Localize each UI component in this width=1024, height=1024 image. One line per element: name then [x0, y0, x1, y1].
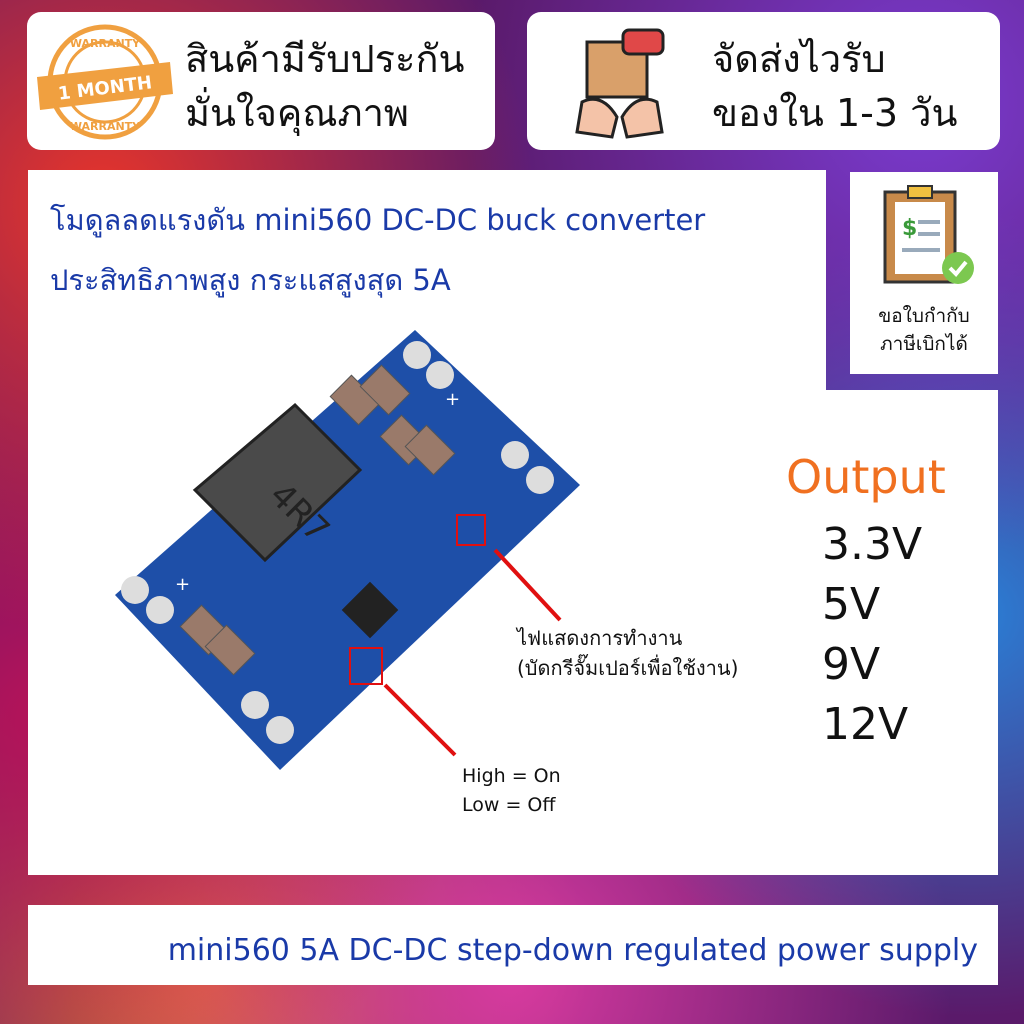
main-panel-right — [826, 390, 998, 875]
svg-text:+: + — [175, 574, 190, 595]
warranty-badge-icon: WARRANTY 1 MONTH WARRANTY — [37, 24, 173, 140]
product-title: โมดูลลดแรงดัน mini560 DC-DC buck convert… — [50, 203, 706, 297]
inductor — [192, 402, 363, 563]
led-highlight-box — [456, 514, 486, 546]
shipping-card: จัดส่งไวรับของใน 1-3 วัน — [527, 12, 1000, 150]
output-heading: Output — [786, 450, 946, 504]
en-pointer-line — [383, 683, 457, 757]
led-pointer-line — [493, 548, 562, 622]
warranty-card: WARRANTY 1 MONTH WARRANTY สินค้ามีรับประ… — [27, 12, 495, 150]
tax-card: $ ขอใบกำกับภาษีเบิกได้ — [850, 172, 998, 374]
footer-text: mini560 5A DC-DC step-down regulated pow… — [167, 933, 978, 968]
en-pin-highlight-box — [349, 647, 383, 685]
shipping-text: จัดส่งไวรับของใน 1-3 วัน — [712, 37, 958, 135]
tax-text: ขอใบกำกับภาษีเบิกได้ — [878, 305, 970, 355]
footer-bar: mini560 5A DC-DC step-down regulated pow… — [28, 905, 998, 985]
pcb-image: 4R7 + + — [115, 330, 580, 770]
svg-text:WARRANTY: WARRANTY — [70, 37, 141, 50]
led-annotation: ไฟแสดงการทำงาน(บัดกรีจั๊มเปอร์เพื่อใช้งา… — [517, 626, 739, 680]
warranty-text: สินค้ามีรับประกันมั่นใจคุณภาพ — [185, 37, 465, 135]
terminal-pad — [403, 341, 431, 369]
delivery-box-hands-icon — [575, 28, 665, 139]
svg-text:WARRANTY: WARRANTY — [70, 120, 141, 133]
svg-text:+: + — [445, 389, 460, 410]
svg-text:$: $ — [902, 216, 917, 241]
invoice-check-icon: $ — [883, 185, 974, 284]
